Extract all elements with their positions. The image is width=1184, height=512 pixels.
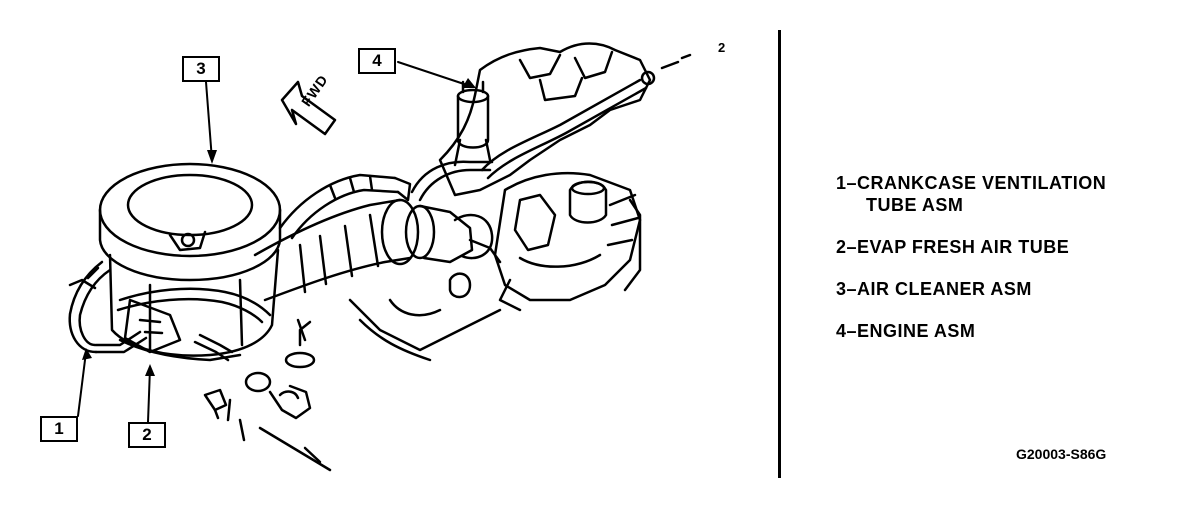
evap-fresh-air-tube xyxy=(116,287,272,362)
air-cleaner-asm xyxy=(98,162,282,362)
legend-item-4: 4–ENGINE ASM xyxy=(836,321,976,341)
engine-asm xyxy=(410,42,692,312)
callout-4-label: 4 xyxy=(372,51,382,70)
legend-item-1: 1–CRANKCASE VENTILATION TUBE ASM xyxy=(836,172,1106,216)
callout-3: 3 xyxy=(182,56,220,82)
leader-lines xyxy=(77,61,471,423)
callout-1: 1 xyxy=(40,416,78,442)
legend-item-1-line1: 1–CRANKCASE VENTILATION xyxy=(836,173,1107,193)
callout-2-label: 2 xyxy=(142,425,152,444)
callout-3-label: 3 xyxy=(196,59,206,78)
fwd-arrow-icon xyxy=(280,80,337,136)
crankcase-ventilation-tube xyxy=(68,260,148,354)
callout-4: 4 xyxy=(358,48,396,74)
legend-item-3: 3–AIR CLEANER ASM xyxy=(836,279,1032,299)
legend: 1–CRANKCASE VENTILATION TUBE ASM 2–EVAP … xyxy=(836,172,1106,362)
fittings xyxy=(203,318,332,472)
figure-id: G20003-S86G xyxy=(1016,446,1107,462)
callout-2: 2 xyxy=(128,422,166,448)
corner-mark: 2 xyxy=(718,40,726,55)
divider-line xyxy=(778,30,781,478)
callout-1-label: 1 xyxy=(54,419,64,438)
legend-item-2: 2–EVAP FRESH AIR TUBE xyxy=(836,237,1070,257)
legend-item-1-line2: TUBE ASM xyxy=(866,195,964,215)
intake-duct xyxy=(253,173,502,362)
